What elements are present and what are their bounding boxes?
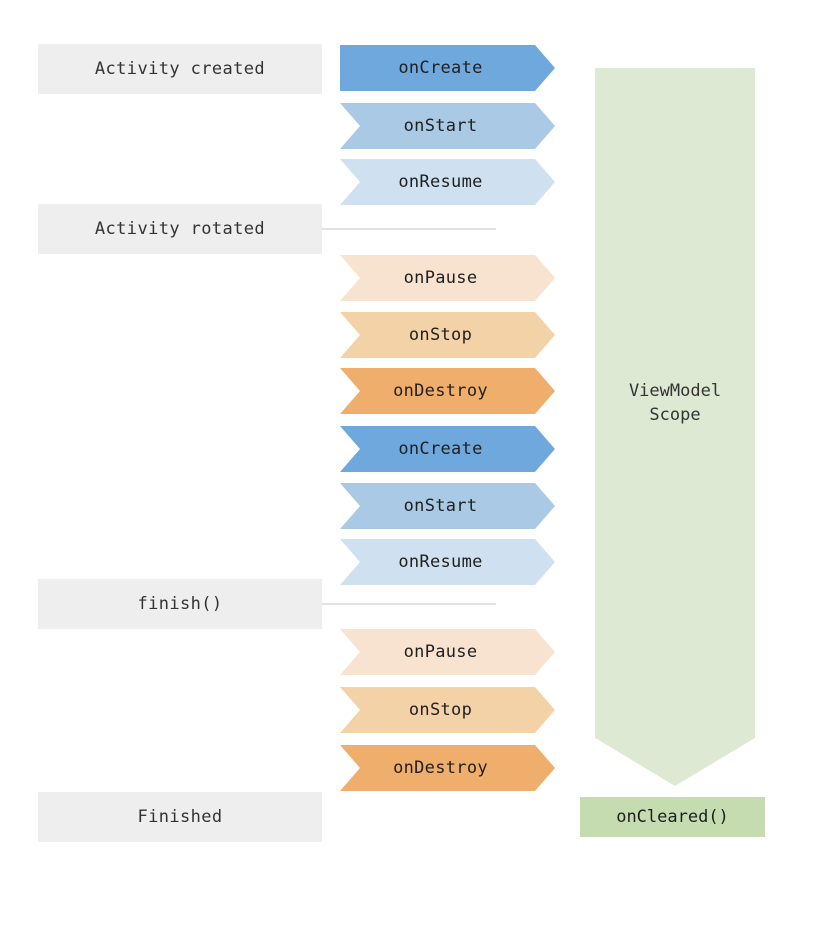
lifecycle-arrow-ondestroy-1: onDestroy bbox=[340, 368, 555, 414]
lifecycle-arrow-onpause-1: onPause bbox=[340, 255, 555, 301]
lifecycle-arrow-label: onStop bbox=[408, 700, 473, 720]
state-label-finish: finish() bbox=[38, 579, 322, 629]
lifecycle-arrow-onstop-2: onStop bbox=[340, 687, 555, 733]
lifecycle-arrow-oncreate-2: onCreate bbox=[340, 426, 555, 472]
lifecycle-arrow-label: onResume bbox=[398, 552, 483, 572]
state-label-text: finish() bbox=[137, 594, 223, 614]
lifecycle-arrow-onstop-1: onStop bbox=[340, 312, 555, 358]
lifecycle-arrow-onstart-1: onStart bbox=[340, 103, 555, 149]
lifecycle-arrow-label: onStart bbox=[403, 116, 478, 136]
lifecycle-arrow-label: onPause bbox=[403, 642, 478, 662]
viewmodel-scope-band: ViewModel Scope bbox=[595, 68, 755, 786]
lifecycle-arrow-label: onResume bbox=[398, 172, 483, 192]
lifecycle-arrow-label: onCreate bbox=[398, 58, 483, 78]
lifecycle-arrow-label: onStop bbox=[408, 325, 473, 345]
lifecycle-arrow-label: onDestroy bbox=[393, 758, 488, 778]
lifecycle-arrow-onpause-2: onPause bbox=[340, 629, 555, 675]
lifecycle-arrow-label: onPause bbox=[403, 268, 478, 288]
state-label-text: Activity created bbox=[94, 59, 266, 79]
viewmodel-scope-label: ViewModel Scope bbox=[628, 381, 722, 425]
lifecycle-arrow-oncreate-1: onCreate bbox=[340, 45, 555, 91]
state-label-activity-created: Activity created bbox=[38, 44, 322, 94]
lifecycle-arrow-ondestroy-2: onDestroy bbox=[340, 745, 555, 791]
state-label-text: Activity rotated bbox=[94, 219, 266, 239]
connector-line-activity-rotated bbox=[322, 228, 496, 230]
lifecycle-arrow-label: onDestroy bbox=[393, 381, 488, 401]
lifecycle-arrow-onresume-1: onResume bbox=[340, 159, 555, 205]
state-label-activity-rotated: Activity rotated bbox=[38, 204, 322, 254]
on-cleared-box: onCleared() bbox=[580, 797, 765, 837]
lifecycle-arrow-label: onCreate bbox=[398, 439, 483, 459]
lifecycle-arrow-onresume-2: onResume bbox=[340, 539, 555, 585]
on-cleared-label: onCleared() bbox=[616, 807, 729, 827]
lifecycle-arrow-onstart-2: onStart bbox=[340, 483, 555, 529]
state-label-text: Finished bbox=[137, 807, 223, 827]
lifecycle-arrow-label: onStart bbox=[403, 496, 478, 516]
connector-line-finish bbox=[322, 603, 496, 605]
state-label-finished: Finished bbox=[38, 792, 322, 842]
